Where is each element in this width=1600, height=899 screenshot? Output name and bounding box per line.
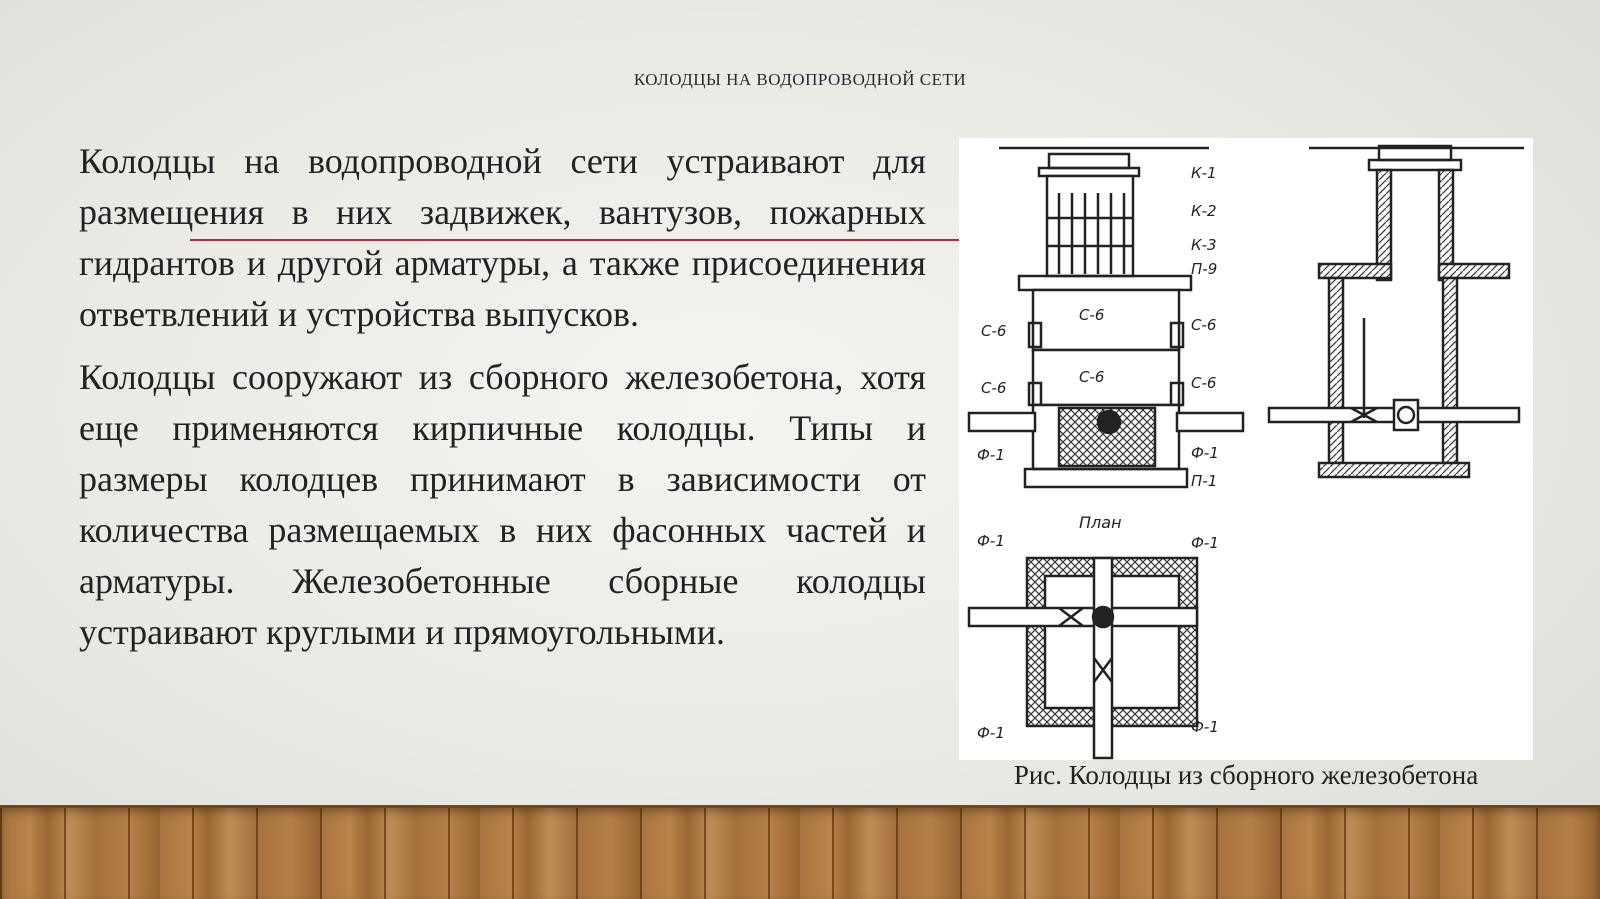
label-s6-left-2: С-6 xyxy=(981,379,1006,397)
plan-view xyxy=(967,556,1199,760)
paragraph-2: Колодцы сооружают из сборного железобето… xyxy=(79,357,926,652)
elevation-left xyxy=(967,146,1245,489)
plan-labels: Ф-1 Ф-1 Ф-1 Ф-1 xyxy=(977,532,1219,742)
plan-label: План xyxy=(1079,513,1122,532)
accent-underline xyxy=(190,239,960,241)
label-s6-right-1: С-6 xyxy=(1191,316,1216,334)
body-text: Колодцы на водопроводной сети устраивают… xyxy=(79,136,926,670)
label-plan-f1-br: Ф-1 xyxy=(1191,718,1219,736)
paragraph-1: Колодцы на водопроводной сети устраивают… xyxy=(79,141,926,334)
figure-caption: Рис. Колодцы из сборного железобетона xyxy=(1013,760,1479,790)
label-k2: К-2 xyxy=(1191,202,1217,220)
label-s6-right-2: С-6 xyxy=(1191,374,1216,392)
label-plan-f1-bl: Ф-1 xyxy=(977,724,1005,742)
wood-floor-decoration xyxy=(0,805,1600,899)
section-right xyxy=(1267,144,1524,479)
label-k3: К-3 xyxy=(1191,236,1217,254)
label-s6-center-2: С-6 xyxy=(1079,368,1104,386)
floor-seam xyxy=(0,805,1600,808)
label-p9: П-9 xyxy=(1191,260,1217,278)
label-p1: П-1 xyxy=(1191,472,1217,490)
label-f1-right: Ф-1 xyxy=(1191,444,1219,462)
elevation-left-labels: К-1 К-2 К-3 П-9 С-6 С-6 С-6 С-6 С-6 С-6 … xyxy=(977,164,1219,490)
slide-title: КОЛОДЦЫ НА ВОДОПРОВОДНОЙ СЕТИ xyxy=(633,70,967,89)
label-k1: К-1 xyxy=(1191,164,1217,182)
well-drawing-figure: К-1 К-2 К-3 П-9 С-6 С-6 С-6 С-6 С-6 С-6 … xyxy=(959,138,1533,760)
label-plan-f1-tl: Ф-1 xyxy=(977,532,1005,550)
label-s6-center-1: С-6 xyxy=(1079,306,1104,324)
well-drawing: К-1 К-2 К-3 П-9 С-6 С-6 С-6 С-6 С-6 С-6 … xyxy=(967,144,1524,760)
label-plan-f1-tr: Ф-1 xyxy=(1191,534,1219,552)
label-s6-left-1: С-6 xyxy=(981,322,1006,340)
label-f1-left: Ф-1 xyxy=(977,446,1005,464)
